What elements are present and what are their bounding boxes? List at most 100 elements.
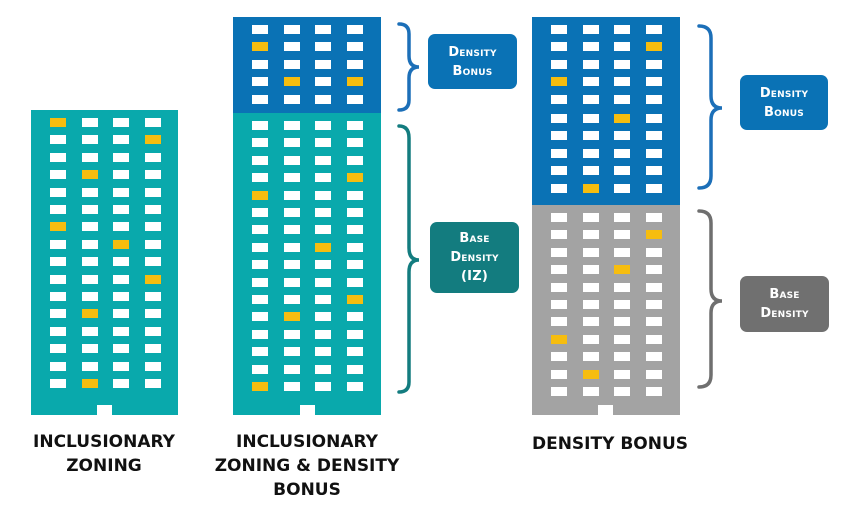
unit-window [347,25,363,34]
unit-window [113,344,129,353]
unit-window [82,362,98,371]
unit-window [646,300,662,309]
unit-window [347,260,363,269]
unit-window [252,225,268,234]
unit-window [113,362,129,371]
unit-window [551,265,567,274]
unit-window [551,230,567,239]
unit-window [284,295,300,304]
unit-window [614,149,630,158]
unit-window [82,222,98,231]
unit-window [646,352,662,361]
unit-window [252,208,268,217]
caption-line: BONUS [273,480,341,500]
unit-window [113,135,129,144]
unit-window [583,230,599,239]
unit-window [50,362,66,371]
unit-window [82,205,98,214]
unit-window [614,166,630,175]
unit-window [551,283,567,292]
unit-window [145,292,161,301]
density-bonus-section [532,17,680,205]
unit-window [551,114,567,123]
unit-window [145,362,161,371]
unit-window [551,300,567,309]
unit-window [113,292,129,301]
unit-window [551,166,567,175]
unit-window [646,25,662,34]
unit-window [614,131,630,140]
unit-window [82,275,98,284]
caption-line: DENSITY BONUS [531,434,689,454]
unit-window [50,292,66,301]
unit-window [583,114,599,123]
brace-density-bonus-b2 [397,22,420,112]
unit-window [50,344,66,353]
unit-window [145,309,161,318]
unit-window [646,283,662,292]
unit-window [50,379,66,388]
unit-window [347,156,363,165]
unit-window [50,135,66,144]
unit-window [347,42,363,51]
unit-window [347,347,363,356]
unit-window [614,352,630,361]
unit-window [284,260,300,269]
unit-window [145,379,161,388]
density-bonus-section [233,17,381,113]
building-density-bonus [532,17,680,415]
unit-window [315,95,331,104]
unit-window [347,225,363,234]
unit-window [583,149,599,158]
unit-window [145,257,161,266]
unit-window [145,118,161,127]
unit-window [252,60,268,69]
unit-window [646,317,662,326]
unit-window [82,257,98,266]
building-door [97,405,112,415]
unit-window [252,156,268,165]
unit-window [614,42,630,51]
unit-window [614,300,630,309]
unit-window [252,138,268,147]
unit-window [315,225,331,234]
label-base-density-iz-b2: Base Density (IZ) [430,222,519,293]
unit-window [551,317,567,326]
unit-window [145,222,161,231]
label-line: Density [759,85,809,101]
affordable-unit-window [284,77,300,86]
building-iz-and-density-bonus [233,17,381,415]
label-line: Density [450,250,499,265]
unit-window [252,121,268,130]
unit-window [315,312,331,321]
unit-window [50,188,66,197]
unit-window [583,25,599,34]
label-line: (IZ) [461,269,488,284]
unit-window [551,25,567,34]
brace-base-density-b2 [397,124,420,394]
unit-window [82,292,98,301]
base-density-iz-section [233,113,381,415]
affordable-unit-window [145,275,161,284]
unit-window [583,265,599,274]
unit-window [145,188,161,197]
unit-window [583,95,599,104]
unit-window [583,283,599,292]
unit-window [614,95,630,104]
unit-window [145,327,161,336]
unit-window [252,330,268,339]
unit-window [646,114,662,123]
unit-window [252,77,268,86]
unit-window [315,278,331,287]
unit-window [113,275,129,284]
unit-window [252,95,268,104]
unit-window [551,213,567,222]
unit-window [315,330,331,339]
caption-line: ZONING [66,456,142,476]
unit-window [315,25,331,34]
unit-window [284,138,300,147]
base-density-section [532,205,680,415]
unit-window [50,205,66,214]
unit-window [646,370,662,379]
unit-window [50,257,66,266]
